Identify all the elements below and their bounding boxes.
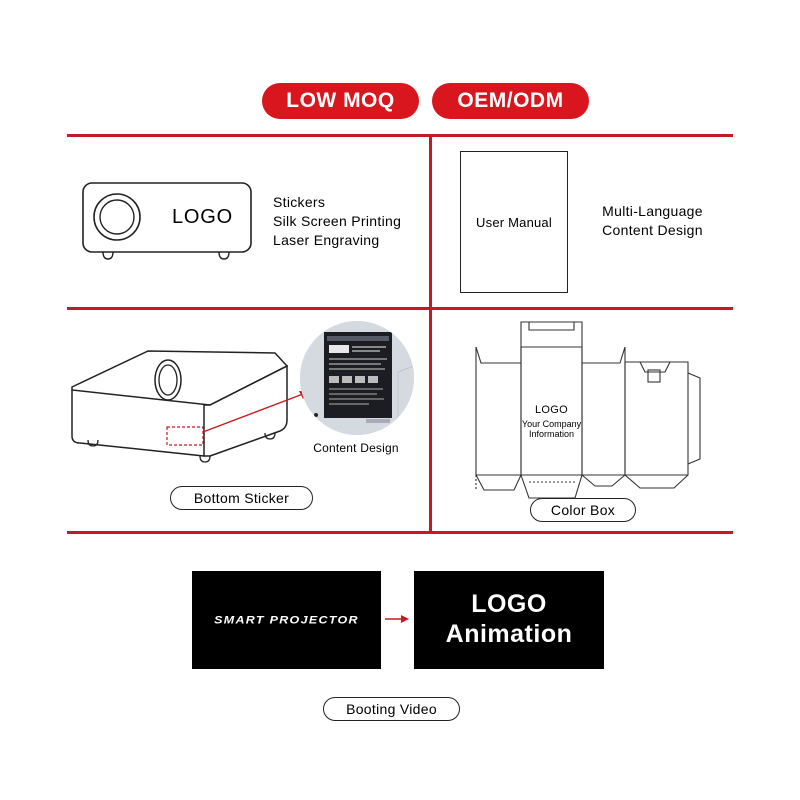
smart-projector-text: SMART PROJECTOR <box>214 613 359 627</box>
oem-odm-badge: OEM/ODM <box>432 83 589 119</box>
color-box-caption: Color Box <box>530 498 636 522</box>
logo-animation-line1: LOGO <box>471 590 547 618</box>
option-silk-screen: Silk Screen Printing <box>273 213 402 229</box>
boot-screen-smart-projector: SMART PROJECTOR <box>192 571 381 669</box>
option-laser-engraving: Laser Engraving <box>273 232 380 248</box>
multi-language-line2: Content Design <box>602 222 703 238</box>
divider-middle <box>67 307 733 310</box>
divider-top <box>67 134 733 137</box>
color-box-info-line1: Your Company <box>521 419 582 429</box>
option-stickers: Stickers <box>273 194 326 210</box>
low-moq-badge: LOW MOQ <box>262 83 419 119</box>
divider-vertical <box>429 135 432 534</box>
boot-screen-logo-animation: LOGO Animation <box>414 571 604 669</box>
logo-options-list: Stickers Silk Screen Printing Laser Engr… <box>273 193 401 250</box>
color-box-info: Your Company Information <box>516 419 587 439</box>
multi-language-text: Multi-Language Content Design <box>585 202 720 240</box>
color-box-logo: LOGO <box>535 404 568 416</box>
color-box-info-line2: Information <box>528 429 575 439</box>
content-design-label: Content Design <box>313 441 399 455</box>
user-manual-booklet: User Manual <box>460 151 568 293</box>
logo-animation-line2: Animation <box>445 620 573 648</box>
projector-logo-text: LOGO <box>172 206 233 228</box>
booting-video-caption: Booting Video <box>323 697 460 721</box>
divider-bottom <box>67 531 733 534</box>
user-manual-label: User Manual <box>476 214 552 230</box>
multi-language-line1: Multi-Language <box>602 203 703 219</box>
bottom-sticker-caption: Bottom Sticker <box>170 486 313 510</box>
